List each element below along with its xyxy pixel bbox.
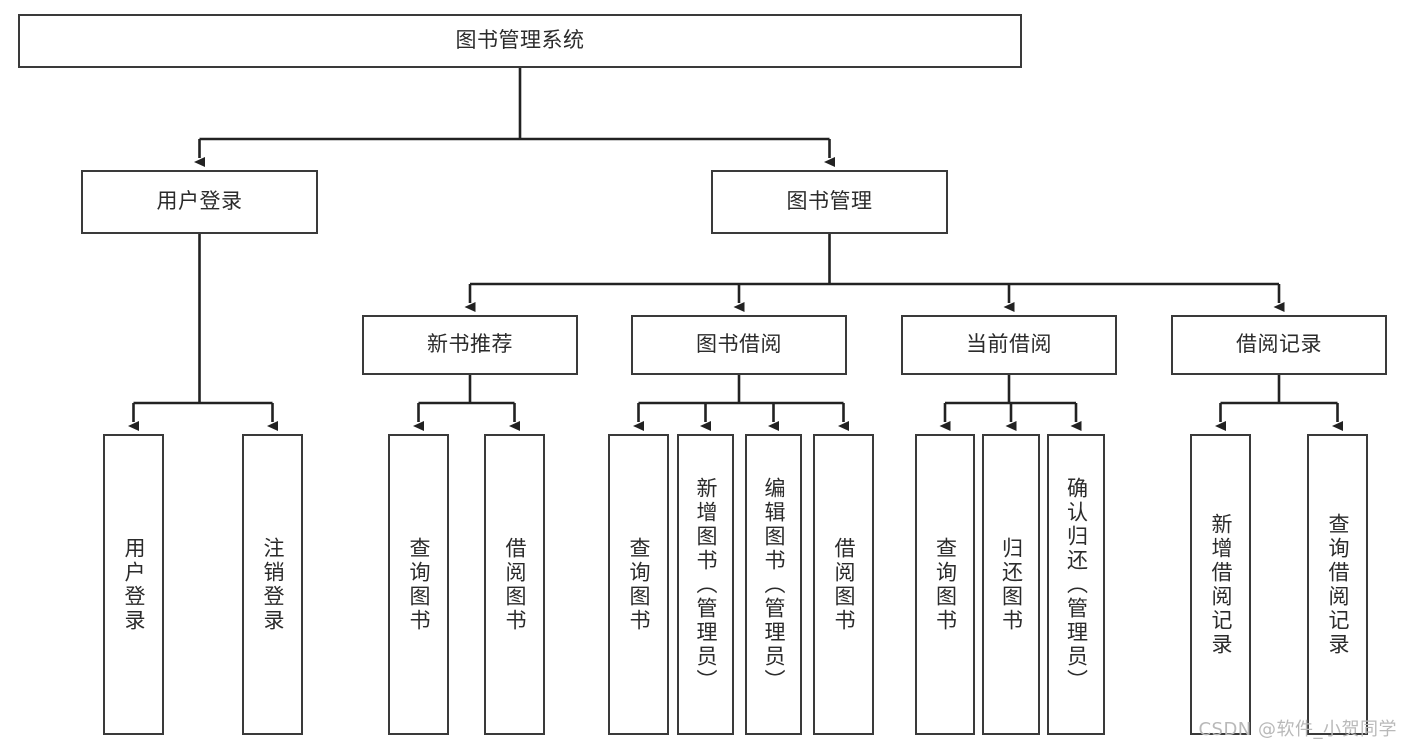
node-label: 当前借阅 bbox=[966, 332, 1052, 357]
node-book-management[interactable]: 图书管理 bbox=[711, 170, 948, 234]
node-leaf-add-borrow-record[interactable]: 新增借阅记录 bbox=[1190, 434, 1251, 735]
node-leaf-query-book-recommend[interactable]: 查询图书 bbox=[388, 434, 449, 735]
node-root[interactable]: 图书管理系统 bbox=[18, 14, 1022, 68]
node-leaf-borrow-book-recommend[interactable]: 借阅图书 bbox=[484, 434, 545, 735]
node-label: 用户登录 bbox=[122, 536, 147, 633]
node-leaf-confirm-return[interactable]: 确认归还（管理员） bbox=[1047, 434, 1105, 735]
node-label: 查询图书 bbox=[407, 536, 432, 633]
node-label: 查询图书 bbox=[933, 536, 958, 633]
node-label: 用户登录 bbox=[156, 189, 243, 214]
node-leaf-query-book-current[interactable]: 查询图书 bbox=[915, 434, 975, 735]
node-label: 注销登录 bbox=[261, 536, 286, 633]
node-label: 编辑图书（管理员） bbox=[762, 476, 787, 693]
node-leaf-user-login[interactable]: 用户登录 bbox=[103, 434, 164, 735]
node-leaf-add-book[interactable]: 新增图书（管理员） bbox=[677, 434, 734, 735]
node-leaf-query-borrow-record[interactable]: 查询借阅记录 bbox=[1307, 434, 1368, 735]
node-label: 借阅图书 bbox=[832, 536, 857, 633]
node-label: 归还图书 bbox=[999, 536, 1024, 633]
node-leaf-return-book[interactable]: 归还图书 bbox=[982, 434, 1040, 735]
node-label: 图书管理系统 bbox=[455, 28, 585, 53]
node-current-borrow[interactable]: 当前借阅 bbox=[901, 315, 1117, 375]
node-label: 新书推荐 bbox=[427, 332, 513, 357]
node-label: 借阅图书 bbox=[503, 536, 528, 633]
node-label: 图书借阅 bbox=[696, 332, 782, 357]
node-borrow-records[interactable]: 借阅记录 bbox=[1171, 315, 1387, 375]
node-label: 查询借阅记录 bbox=[1326, 512, 1351, 657]
node-leaf-query-book-borrow[interactable]: 查询图书 bbox=[608, 434, 669, 735]
node-leaf-borrow-book[interactable]: 借阅图书 bbox=[813, 434, 874, 735]
node-label: 确认归还（管理员） bbox=[1064, 476, 1089, 693]
node-label: 新增借阅记录 bbox=[1209, 512, 1234, 657]
watermark-label: CSDN @软件_小贺同学 bbox=[1198, 719, 1397, 740]
node-book-borrow[interactable]: 图书借阅 bbox=[631, 315, 847, 375]
node-label: 借阅记录 bbox=[1236, 332, 1322, 357]
node-label: 图书管理 bbox=[786, 189, 873, 214]
node-label: 新增图书（管理员） bbox=[694, 476, 719, 693]
node-user-login[interactable]: 用户登录 bbox=[81, 170, 318, 234]
node-label: 查询图书 bbox=[627, 536, 652, 633]
node-leaf-logout-login[interactable]: 注销登录 bbox=[242, 434, 303, 735]
node-leaf-edit-book[interactable]: 编辑图书（管理员） bbox=[745, 434, 802, 735]
node-new-book-recommend[interactable]: 新书推荐 bbox=[362, 315, 578, 375]
